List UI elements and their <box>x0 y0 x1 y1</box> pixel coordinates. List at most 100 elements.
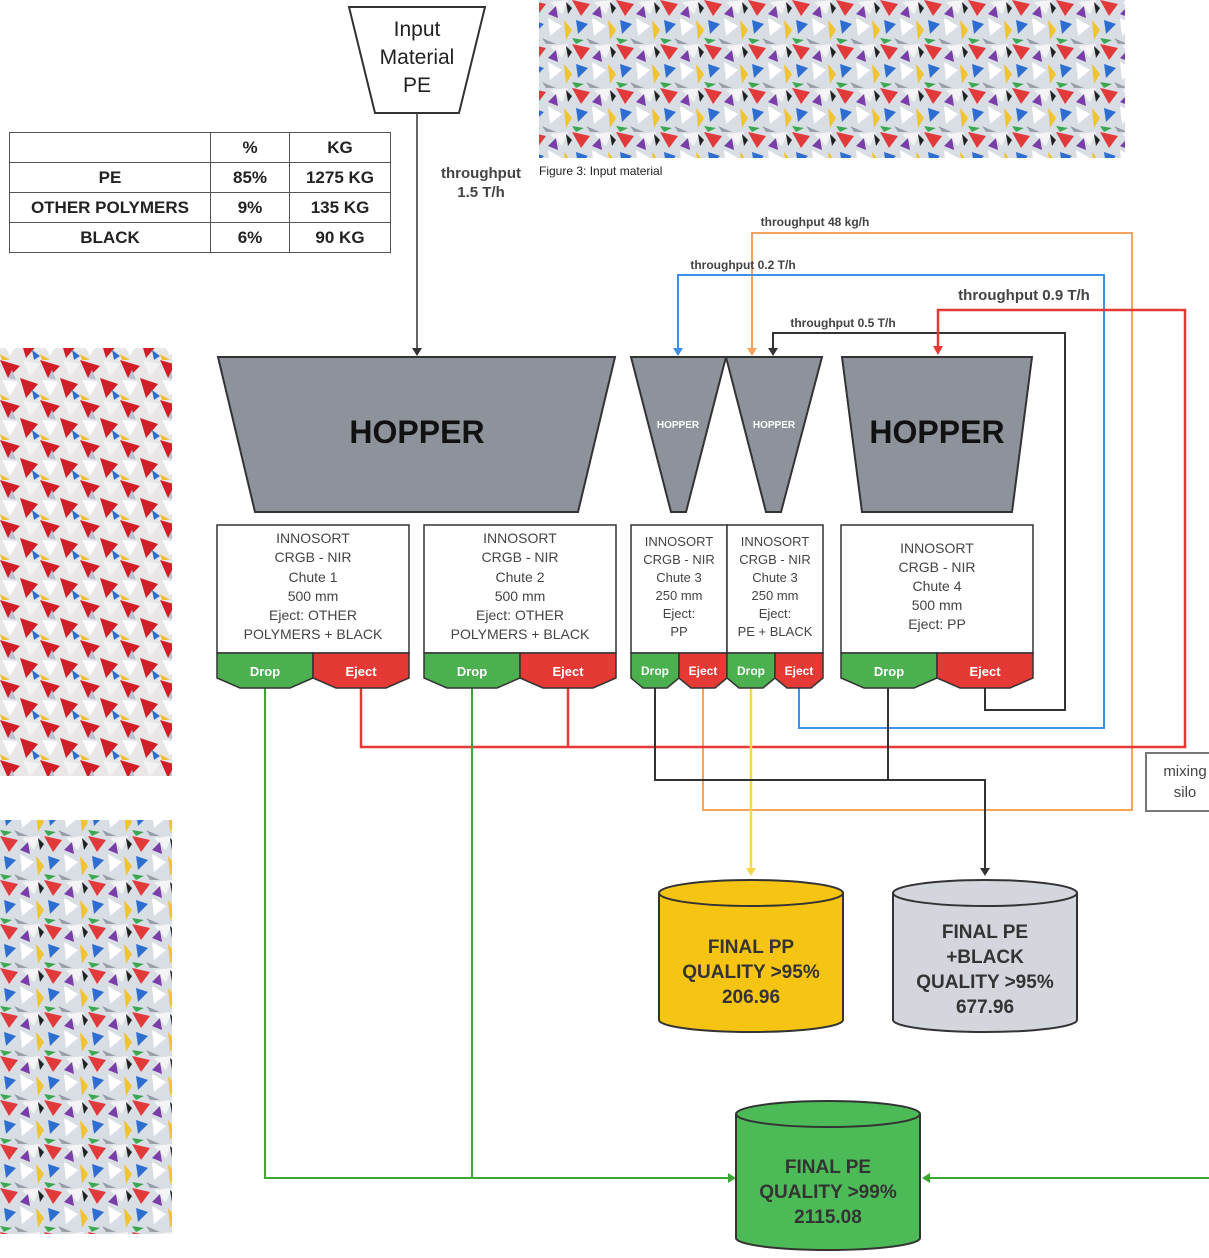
svg-text:HOPPER: HOPPER <box>753 420 796 431</box>
svg-text:INNOSORT: INNOSORT <box>645 534 713 549</box>
orange-throughput-label: throughput 48 kg/h <box>761 215 870 229</box>
svg-text:Drop: Drop <box>457 664 487 679</box>
svg-text:mixing: mixing <box>1163 763 1206 780</box>
table-row: BLACK 6% 90 KG <box>9 222 391 253</box>
svg-text:Material: Material <box>380 46 455 69</box>
svg-text:INNOSORT: INNOSORT <box>276 530 350 546</box>
red-recirculation-line <box>359 308 1187 749</box>
dark-throughput-label: throughput 0.5 T/h <box>790 316 895 330</box>
table-cell: 85% <box>210 162 290 193</box>
hopper-small-pe-black: HOPPER <box>724 356 824 513</box>
table-cell: PE <box>9 162 211 193</box>
hopper-1: HOPPER <box>216 356 617 513</box>
svg-text:PP: PP <box>670 624 687 639</box>
svg-text:CRGB - NIR: CRGB - NIR <box>643 552 715 567</box>
input-material-photo <box>539 0 1125 158</box>
table-cell: 1275 KG <box>289 162 391 193</box>
sorter-chute-3-pe-black: INNOSORT CRGB - NIR Chute 3 250 mm Eject… <box>726 524 824 689</box>
table-header-row: % KG <box>9 132 391 163</box>
table-header-cell: KG <box>289 132 391 163</box>
pe-material-photo <box>0 820 172 1234</box>
svg-text:+BLACK: +BLACK <box>946 947 1024 968</box>
svg-text:silo: silo <box>1174 784 1197 801</box>
table-cell: 9% <box>210 192 290 223</box>
table-cell: BLACK <box>9 222 211 253</box>
svg-text:INNOSORT: INNOSORT <box>900 540 974 556</box>
svg-text:677.96: 677.96 <box>956 997 1014 1018</box>
svg-text:Eject:: Eject: <box>759 606 792 621</box>
dark-arrow <box>768 348 778 356</box>
table-cell: 90 KG <box>289 222 391 253</box>
table-row: OTHER POLYMERS 9% 135 KG <box>9 192 391 223</box>
input-throughput-label: throughput <box>441 165 521 182</box>
svg-text:Chute 1: Chute 1 <box>288 569 337 585</box>
svg-text:Eject: Eject <box>689 664 718 678</box>
svg-text:CRGB - NIR: CRGB - NIR <box>482 549 559 565</box>
pe-arrow-right <box>922 1173 930 1183</box>
sorter-chute-1: INNOSORT CRGB - NIR Chute 1 500 mm Eject… <box>216 524 410 689</box>
svg-text:CRGB - NIR: CRGB - NIR <box>899 559 976 575</box>
figure-caption: Figure 3: Input material <box>539 164 663 178</box>
svg-text:CRGB - NIR: CRGB - NIR <box>739 552 811 567</box>
sorter-chute-3-pp: INNOSORT CRGB - NIR Chute 3 250 mm Eject… <box>630 524 728 689</box>
blue-throughput-label: throughput 0.2 T/h <box>690 258 795 272</box>
svg-text:500 mm: 500 mm <box>288 588 339 604</box>
table-row: PE 85% 1275 KG <box>9 162 391 193</box>
svg-text:Drop: Drop <box>250 664 280 679</box>
svg-text:Eject: Eject <box>345 664 377 679</box>
composition-table: % KG PE 85% 1275 KG OTHER POLYMERS 9% 13… <box>9 132 391 253</box>
pe-product-line <box>264 688 1209 1179</box>
svg-text:Eject: Eject <box>552 664 584 679</box>
svg-text:HOPPER: HOPPER <box>349 414 484 450</box>
svg-text:QUALITY >95%: QUALITY >95% <box>682 962 820 983</box>
red-throughput-label: throughput 0.9 T/h <box>958 287 1090 304</box>
sorter-chute-2: INNOSORT CRGB - NIR Chute 2 500 mm Eject… <box>423 524 617 689</box>
svg-text:INNOSORT: INNOSORT <box>741 534 809 549</box>
orange-arrow <box>747 348 757 356</box>
svg-text:FINAL PP: FINAL PP <box>708 937 795 958</box>
svg-text:Eject: Eject <box>785 664 814 678</box>
svg-text:QUALITY >95%: QUALITY >95% <box>916 972 1054 993</box>
svg-text:2115.08: 2115.08 <box>794 1207 862 1228</box>
orange-recirculation-line <box>702 232 1133 811</box>
svg-text:Drop: Drop <box>641 664 669 678</box>
final-pe-black-silo: FINAL PE +BLACK QUALITY >95% 677.96 <box>892 879 1078 1033</box>
svg-text:HOPPER: HOPPER <box>869 414 1004 450</box>
svg-text:Chute 3: Chute 3 <box>752 570 798 585</box>
svg-text:Eject:: Eject: <box>663 606 696 621</box>
svg-text:250 mm: 250 mm <box>752 588 799 603</box>
svg-text:FINAL PE: FINAL PE <box>785 1157 871 1178</box>
svg-text:POLYMERS + BLACK: POLYMERS + BLACK <box>244 626 383 642</box>
mixing-silo-box: mixing silo <box>1145 752 1209 812</box>
svg-text:250 mm: 250 mm <box>656 588 703 603</box>
table-cell: 6% <box>210 222 290 253</box>
svg-text:PE: PE <box>403 74 431 97</box>
pe-black-arrow <box>980 868 990 876</box>
table-cell: OTHER POLYMERS <box>9 192 211 223</box>
pe-arrow-left <box>728 1173 736 1183</box>
table-header-cell <box>9 132 211 163</box>
svg-text:CRGB - NIR: CRGB - NIR <box>275 549 352 565</box>
svg-text:Eject: OTHER: Eject: OTHER <box>269 607 357 623</box>
sorter-chute-4: INNOSORT CRGB - NIR Chute 4 500 mm Eject… <box>840 524 1034 689</box>
blue-recirculation-line <box>677 274 1105 729</box>
svg-text:Chute 3: Chute 3 <box>656 570 702 585</box>
hopper-4: HOPPER <box>840 356 1034 513</box>
svg-text:Drop: Drop <box>874 664 904 679</box>
svg-text:QUALITY >99%: QUALITY >99% <box>759 1182 897 1203</box>
dark-recirculation-line <box>772 332 1066 711</box>
svg-text:500 mm: 500 mm <box>495 588 546 604</box>
svg-text:Chute 2: Chute 2 <box>495 569 544 585</box>
svg-text:POLYMERS + BLACK: POLYMERS + BLACK <box>451 626 590 642</box>
blue-arrow <box>673 348 683 356</box>
input-feed-arrow <box>412 348 422 356</box>
svg-text:206.96: 206.96 <box>722 987 780 1008</box>
pp-product-line <box>746 688 756 876</box>
hopper-small-pp: HOPPER <box>629 356 728 513</box>
svg-text:INNOSORT: INNOSORT <box>483 530 557 546</box>
table-header-cell: % <box>210 132 290 163</box>
reject-material-photo <box>0 348 172 776</box>
pe-black-product-line <box>654 688 986 870</box>
svg-text:Eject: PP: Eject: PP <box>908 616 966 632</box>
